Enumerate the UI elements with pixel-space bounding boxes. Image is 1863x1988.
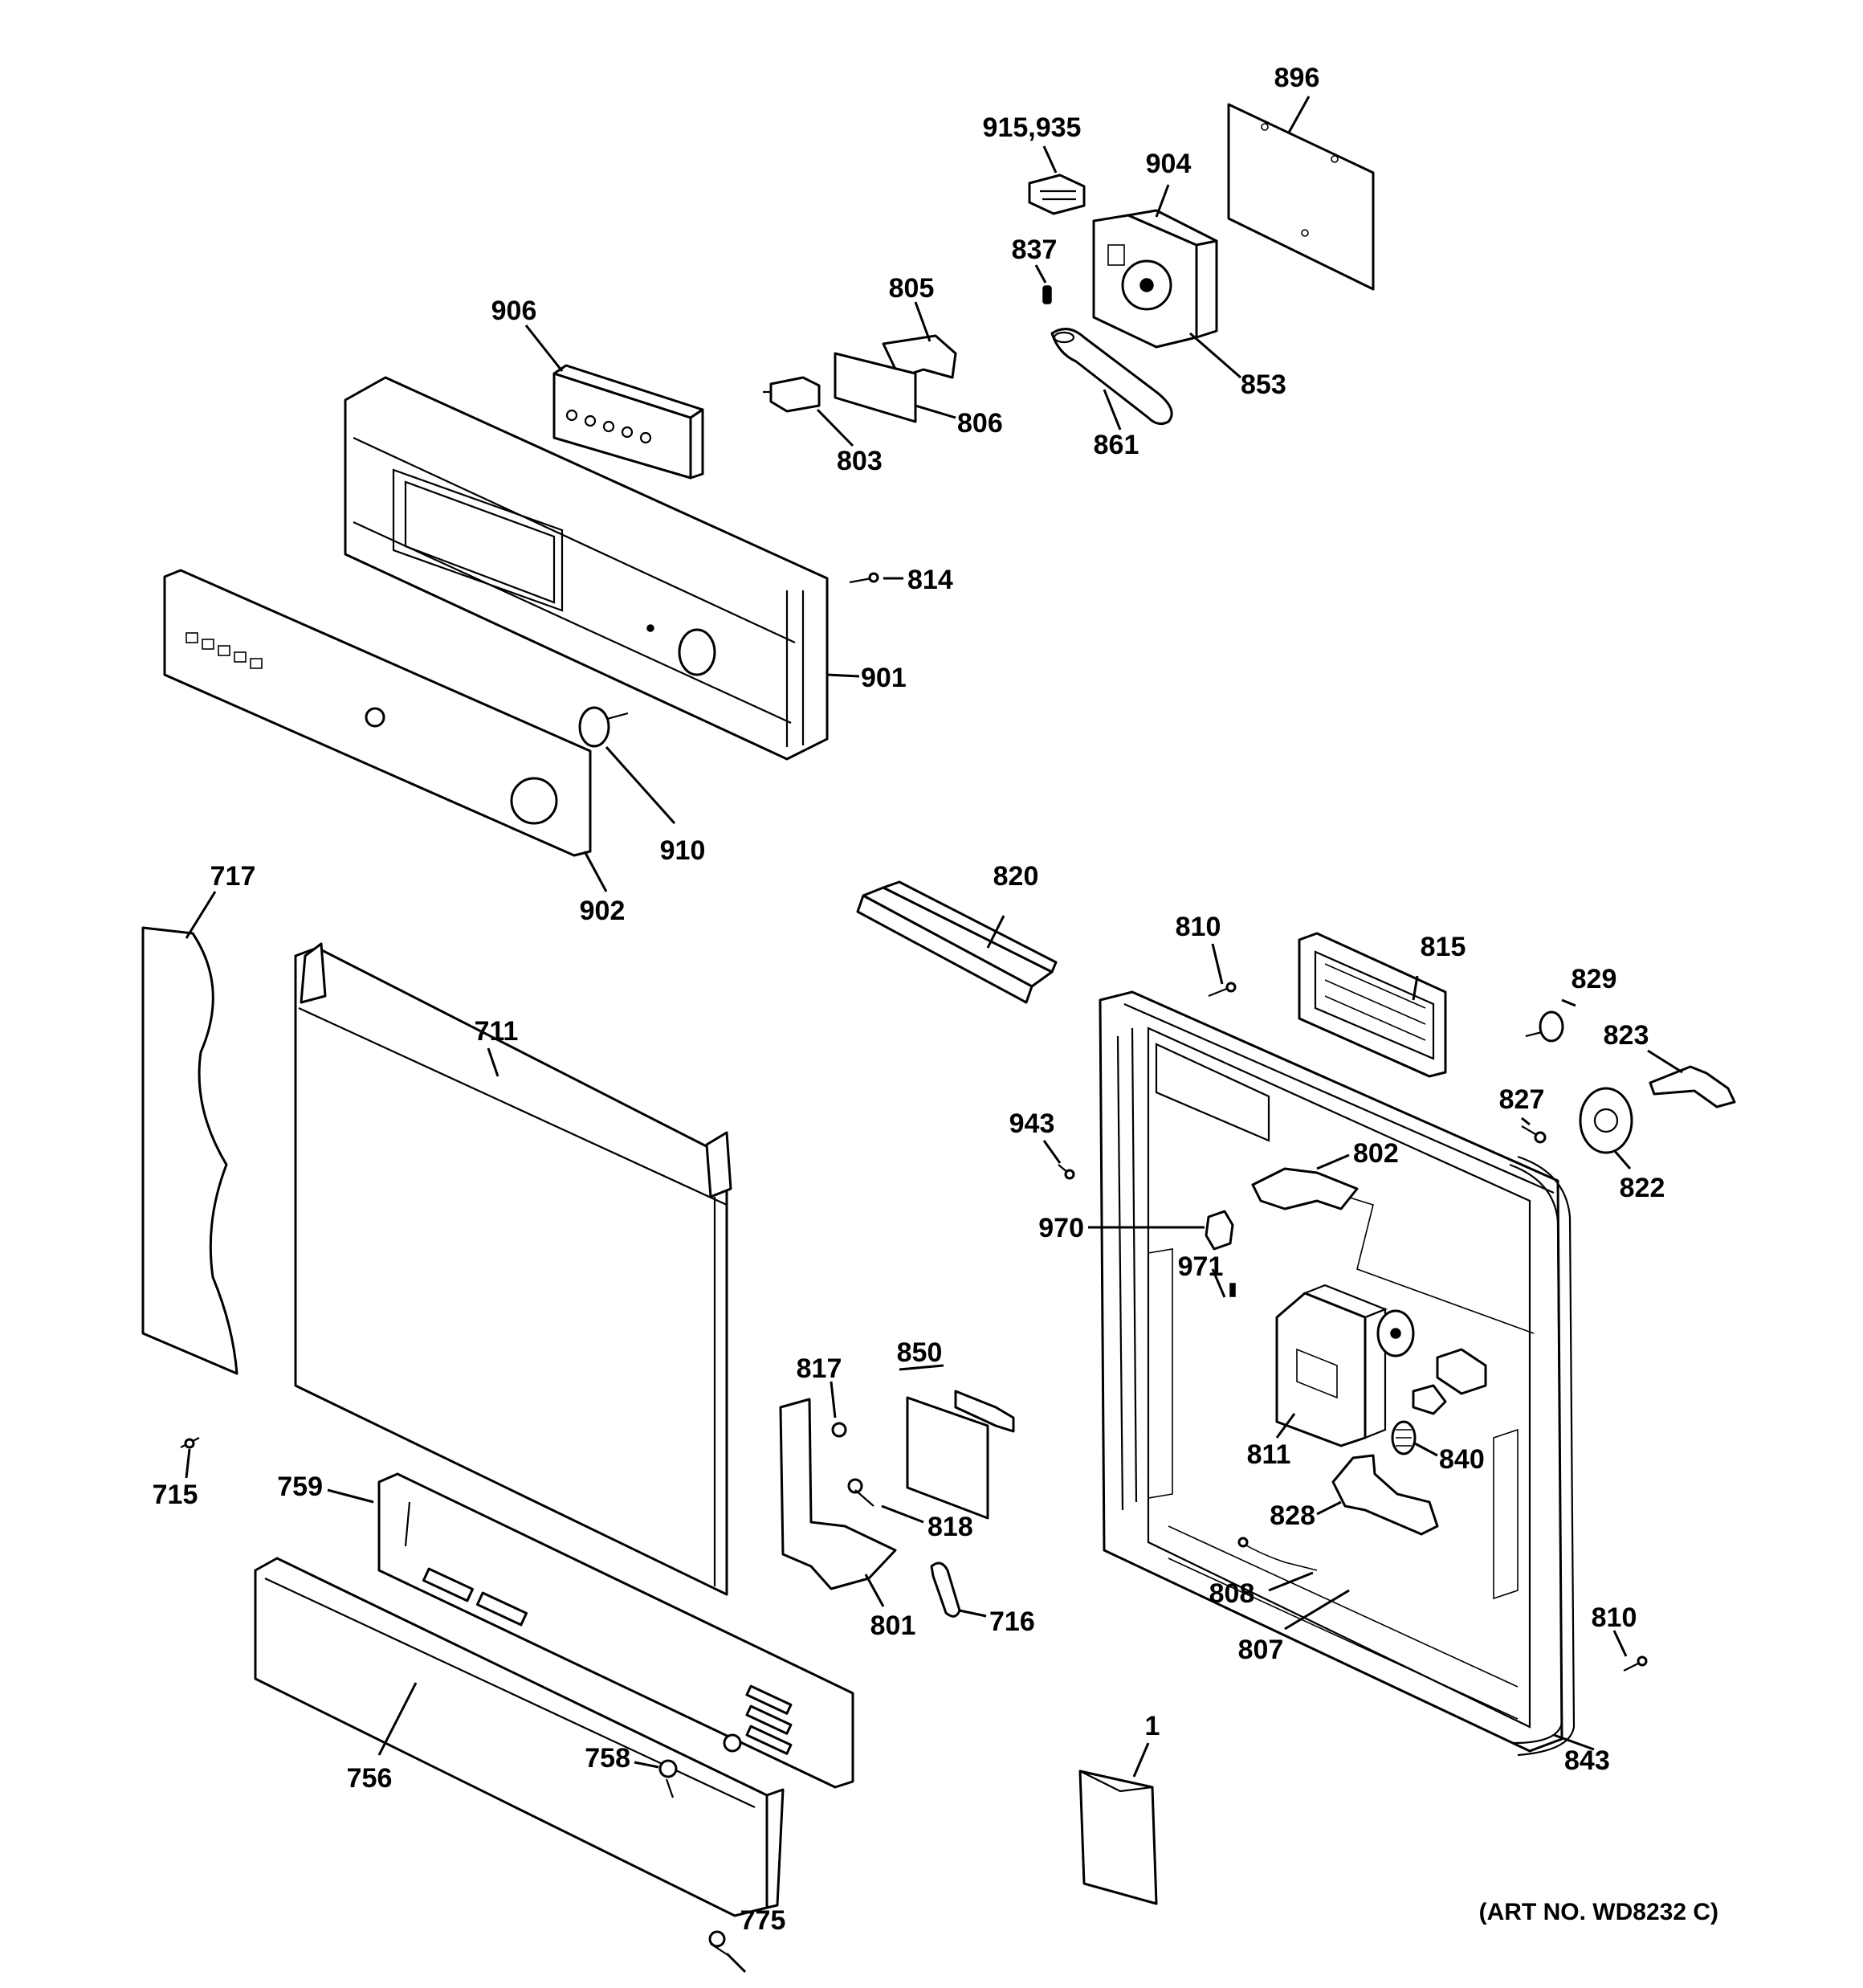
part-915-935-clip	[1028, 145, 1086, 215]
part-715-screw	[180, 1437, 200, 1479]
label-915-935: 915,935	[983, 112, 1082, 143]
part-806-plate	[834, 352, 956, 423]
part-837-spring	[1034, 264, 1052, 304]
label-759: 759	[277, 1472, 323, 1502]
part-810-screw-bottom	[1612, 1630, 1648, 1672]
label-943: 943	[1009, 1108, 1055, 1139]
part-843-tub-gasket	[1509, 1155, 1595, 1757]
part-805-bracket	[882, 301, 957, 379]
part-815-vent	[1298, 932, 1447, 1078]
part-802-actuator	[1251, 1153, 1359, 1210]
part-775-screw	[708, 1930, 747, 1974]
label-827: 827	[1499, 1084, 1545, 1115]
part-823-lever	[1647, 1049, 1736, 1108]
label-896: 896	[1274, 63, 1320, 93]
part-807-seal	[1284, 1589, 1350, 1631]
label-801: 801	[870, 1610, 916, 1641]
part-861-lever	[1050, 328, 1173, 431]
label-850: 850	[897, 1337, 943, 1368]
part-758-screw	[634, 1759, 678, 1798]
label-818: 818	[927, 1512, 973, 1542]
part-901-console	[344, 376, 860, 761]
part-840-spring	[1391, 1420, 1438, 1457]
part-810-screw-top	[1208, 943, 1237, 998]
label-808: 808	[1209, 1578, 1255, 1609]
label-758: 758	[585, 1743, 630, 1774]
label-803: 803	[837, 446, 883, 476]
part-820-handle	[856, 880, 1058, 1004]
label-815: 815	[1421, 932, 1466, 962]
label-901: 901	[861, 663, 907, 693]
part-818-spring	[847, 1478, 924, 1524]
part-896-cover-plate	[1227, 96, 1375, 291]
part-904-timer	[1092, 184, 1241, 379]
label-904: 904	[1146, 149, 1192, 179]
part-814-screw	[849, 572, 903, 584]
part-711-outer-door	[294, 942, 732, 1596]
art-number: (ART NO. WD8232 C)	[1479, 1899, 1718, 1925]
label-717: 717	[210, 861, 256, 892]
label-1: 1	[1145, 1711, 1160, 1741]
part-803-switch	[763, 376, 854, 447]
part-902-control-panel	[163, 569, 608, 892]
part-717-insulation	[141, 891, 238, 1375]
label-716: 716	[989, 1606, 1035, 1637]
part-827-screw	[1521, 1116, 1547, 1144]
part-716-gasket	[930, 1561, 987, 1618]
label-807: 807	[1238, 1635, 1284, 1665]
label-843: 843	[1564, 1745, 1610, 1776]
label-906: 906	[491, 296, 537, 326]
part-850-cover	[899, 1364, 1015, 1520]
label-861: 861	[1094, 430, 1139, 460]
label-820: 820	[993, 861, 1039, 892]
label-756: 756	[347, 1763, 393, 1794]
label-715: 715	[153, 1480, 198, 1510]
label-810-bottom: 810	[1592, 1602, 1637, 1633]
label-775: 775	[740, 1905, 786, 1936]
label-823: 823	[1604, 1020, 1649, 1051]
part-828-latch	[1316, 1454, 1439, 1536]
label-817: 817	[797, 1353, 842, 1384]
part-910-knob	[578, 706, 676, 825]
part-811-dispenser	[1275, 1284, 1388, 1447]
part-906-switch-block	[524, 325, 704, 480]
part-970-button	[1088, 1210, 1234, 1251]
label-853: 853	[1241, 369, 1286, 400]
part-817-nut	[830, 1381, 847, 1438]
part-822-dial	[1579, 1087, 1633, 1170]
label-829: 829	[1572, 964, 1617, 994]
label-814: 814	[907, 565, 953, 595]
label-711: 711	[475, 1016, 519, 1047]
label-810-top: 810	[1176, 912, 1221, 942]
label-837: 837	[1012, 235, 1058, 265]
label-902: 902	[580, 896, 626, 926]
label-971: 971	[1178, 1251, 1224, 1282]
part-759-toe-brace	[327, 1472, 854, 1789]
part-971-pin	[1211, 1268, 1236, 1298]
part-rinse-aid-cap	[1376, 1309, 1487, 1415]
label-805: 805	[889, 273, 935, 304]
part-829-knob-shaft	[1525, 998, 1576, 1043]
label-828: 828	[1270, 1500, 1315, 1531]
label-840: 840	[1439, 1444, 1485, 1475]
label-806: 806	[957, 408, 1003, 439]
label-822: 822	[1620, 1173, 1665, 1203]
part-943-screw	[1042, 1140, 1075, 1180]
label-970: 970	[1038, 1213, 1084, 1243]
label-811: 811	[1247, 1439, 1291, 1470]
label-802: 802	[1353, 1138, 1399, 1169]
part-801-hinge	[779, 1398, 897, 1607]
part-1-literature-envelope	[1078, 1742, 1158, 1905]
part-808-wire	[1237, 1537, 1318, 1592]
label-910: 910	[660, 835, 706, 866]
